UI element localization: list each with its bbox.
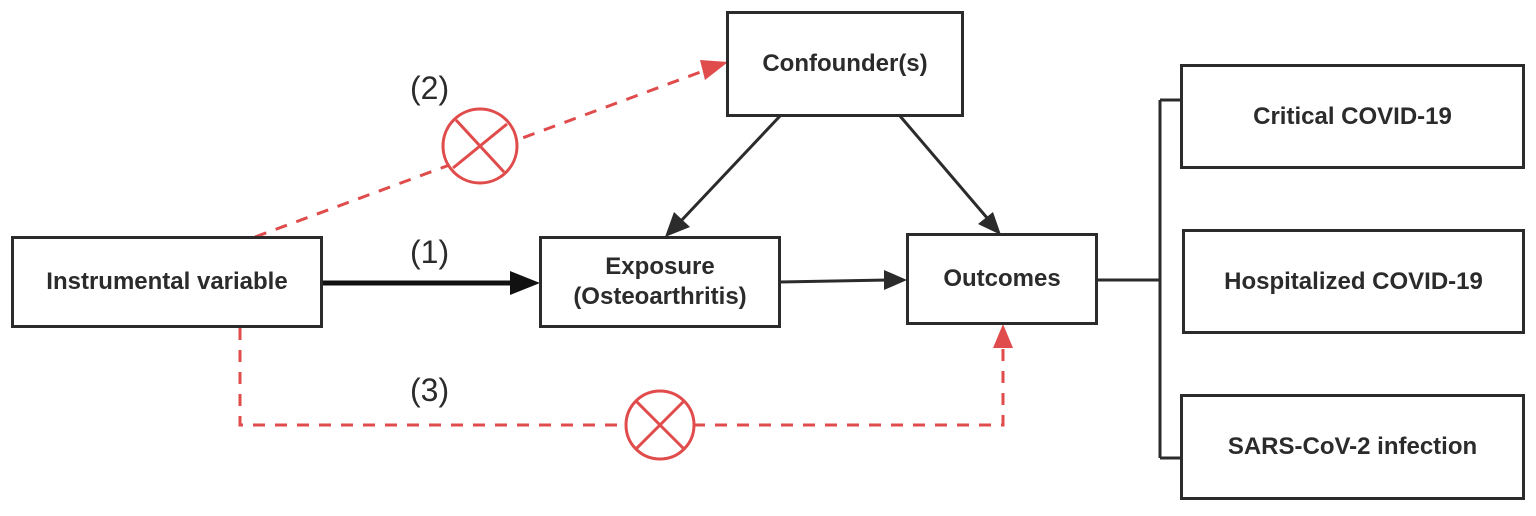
blocked-circle-path3-icon	[624, 389, 696, 461]
critical-covid-box: Critical COVID-19	[1180, 64, 1525, 169]
path-label-1: (1)	[410, 234, 450, 270]
arrowhead-confounder-to-exposure	[665, 212, 690, 237]
outcomes-bracket	[1098, 98, 1181, 460]
exposure-box: Exposure (Osteoarthritis)	[539, 236, 781, 328]
arrow-exposure-to-outcomes	[779, 278, 889, 284]
arrowhead-exposure-to-outcomes	[884, 270, 907, 290]
exposure-label-line2: (Osteoarthritis)	[573, 283, 747, 310]
confounders-box: Confounder(s)	[726, 11, 964, 117]
arrowhead-iv-to-exposure	[510, 271, 540, 295]
instrumental-variable-label: Instrumental variable	[46, 268, 288, 295]
dashed-iv-to-confounder	[254, 68, 707, 239]
instrumental-variable-box: Instrumental variable	[11, 236, 323, 328]
arrowhead-confounder-to-outcomes	[978, 212, 1001, 235]
sars-cov-2-infection-box: SARS-CoV-2 infection	[1180, 394, 1525, 500]
arrow-confounder-to-outcomes	[898, 115, 990, 220]
exposure-label-line1: Exposure	[605, 253, 715, 280]
confounders-label: Confounder(s)	[762, 50, 928, 77]
arrow-confounder-to-exposure	[678, 114, 782, 224]
outcomes-label: Outcomes	[943, 265, 1061, 292]
blocked-circle-path2-icon	[441, 107, 519, 185]
path-label-3: (3)	[410, 372, 450, 408]
path-label-2: (2)	[410, 70, 450, 106]
hospitalized-covid-box: Hospitalized COVID-19	[1182, 229, 1525, 334]
arrowhead-iv-to-outcomes	[993, 324, 1013, 348]
critical-covid-label: Critical COVID-19	[1253, 102, 1452, 130]
arrowhead-iv-to-confounder	[700, 60, 728, 80]
hospitalized-covid-label: Hospitalized COVID-19	[1224, 267, 1483, 295]
outcomes-box: Outcomes	[906, 233, 1098, 325]
dashed-iv-to-outcomes	[238, 328, 1005, 427]
sars-cov-2-infection-label: SARS-CoV-2 infection	[1227, 433, 1478, 460]
